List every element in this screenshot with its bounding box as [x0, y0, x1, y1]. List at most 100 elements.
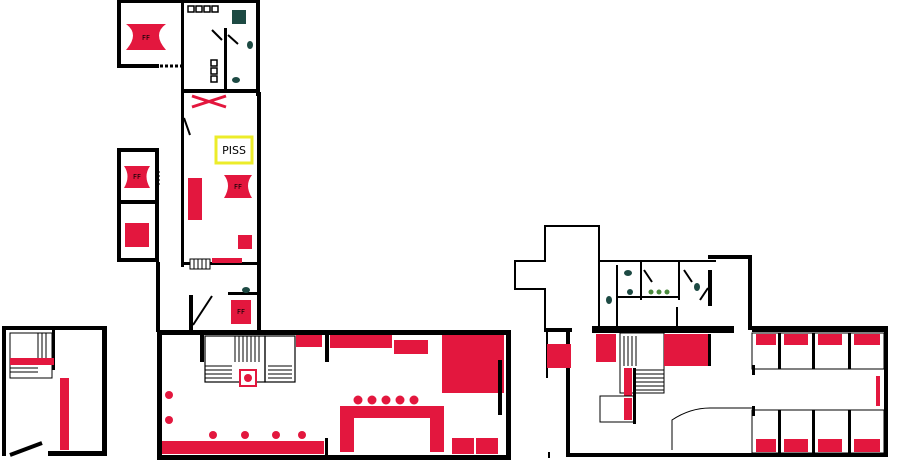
ff-label: FF: [133, 173, 141, 181]
wall: [498, 360, 502, 415]
wall: [2, 326, 6, 456]
wall: [117, 0, 121, 68]
wall: [514, 260, 516, 290]
sink-dots: [648, 289, 670, 295]
wall: [598, 260, 716, 262]
wall: [752, 326, 888, 332]
bench: [60, 378, 69, 450]
booth-lower: [599, 395, 635, 423]
wall: [598, 225, 600, 263]
stairs: [619, 332, 665, 394]
toilet-icon: [232, 77, 240, 83]
sinks-column: [210, 59, 218, 83]
wall: [2, 326, 107, 330]
piss-sign: PISS: [214, 135, 254, 165]
ff-speaker-middle: FF: [224, 175, 252, 198]
toilet-icon: [247, 41, 253, 49]
wall: [544, 225, 546, 262]
toilet-icon: [624, 270, 632, 276]
wall: [708, 334, 711, 366]
wall: [102, 326, 107, 456]
wall: [256, 0, 260, 96]
wall: [184, 262, 260, 265]
toilet-icon: [627, 289, 633, 295]
main-building: FF PISS: [117, 0, 511, 460]
table: [125, 223, 149, 247]
wall: [514, 260, 546, 262]
door: [683, 269, 693, 283]
wall: [676, 307, 678, 329]
wall: [592, 326, 734, 333]
curved-wall: [671, 407, 752, 450]
wall: [228, 292, 260, 295]
bench: [624, 368, 632, 396]
wall: [200, 334, 204, 362]
wall: [181, 89, 260, 93]
right-building: [514, 225, 888, 458]
door: [183, 117, 191, 136]
bench: [330, 335, 392, 348]
shower-icon: [232, 10, 246, 24]
table: [394, 340, 428, 354]
stairs-right: [264, 335, 296, 383]
door: [227, 34, 239, 45]
stairs: [9, 332, 53, 379]
wall: [544, 225, 600, 227]
bench: [664, 334, 710, 366]
wall: [325, 334, 329, 362]
wall: [566, 453, 888, 457]
wall: [181, 92, 184, 267]
wall: [48, 451, 107, 456]
bar-dots: [353, 395, 419, 405]
bench: [876, 376, 880, 406]
piss-label: PISS: [222, 144, 246, 157]
wall: [748, 255, 752, 330]
ff-speaker-corridor: FF: [231, 300, 251, 324]
wall: [117, 64, 159, 68]
bench: [162, 441, 324, 454]
wall: [640, 262, 642, 300]
ff-speaker-left: FF: [124, 166, 150, 188]
wall: [156, 262, 160, 332]
ff-speaker-top: FF: [126, 24, 166, 50]
ff-label: FF: [237, 308, 245, 316]
stairs-left: [204, 335, 266, 383]
wall: [708, 255, 752, 259]
wall: [546, 328, 572, 332]
wall: [506, 330, 511, 460]
wall: [117, 200, 159, 204]
toilet-icon: [694, 283, 700, 291]
wall: [157, 455, 511, 460]
sinks-row: [187, 5, 219, 13]
wall: [117, 148, 159, 152]
stage-dot: [244, 374, 252, 382]
wall: [257, 92, 261, 267]
wall: [157, 330, 162, 460]
wall: [117, 258, 159, 262]
wall: [117, 148, 121, 261]
wall: [752, 406, 755, 416]
door: [699, 287, 709, 301]
left-small-building: [2, 326, 107, 457]
wall: [117, 0, 183, 3]
ff-label: FF: [142, 34, 150, 42]
bar-counter: [340, 406, 444, 452]
wall: [514, 288, 546, 290]
stair-grid: [189, 258, 211, 270]
table: [452, 438, 474, 454]
wall-dots: [165, 391, 306, 439]
toilet-icon: [606, 296, 612, 304]
table: [476, 438, 498, 454]
door: [192, 295, 213, 326]
bench: [596, 334, 616, 362]
vent: [155, 171, 160, 185]
door: [211, 29, 223, 41]
bench: [296, 335, 322, 347]
wall: [616, 307, 618, 329]
wall: [189, 295, 193, 330]
wall: [544, 288, 546, 332]
wall: [181, 0, 259, 3]
bar-counter: [188, 178, 202, 220]
wall: [157, 330, 509, 335]
wall: [257, 262, 261, 332]
